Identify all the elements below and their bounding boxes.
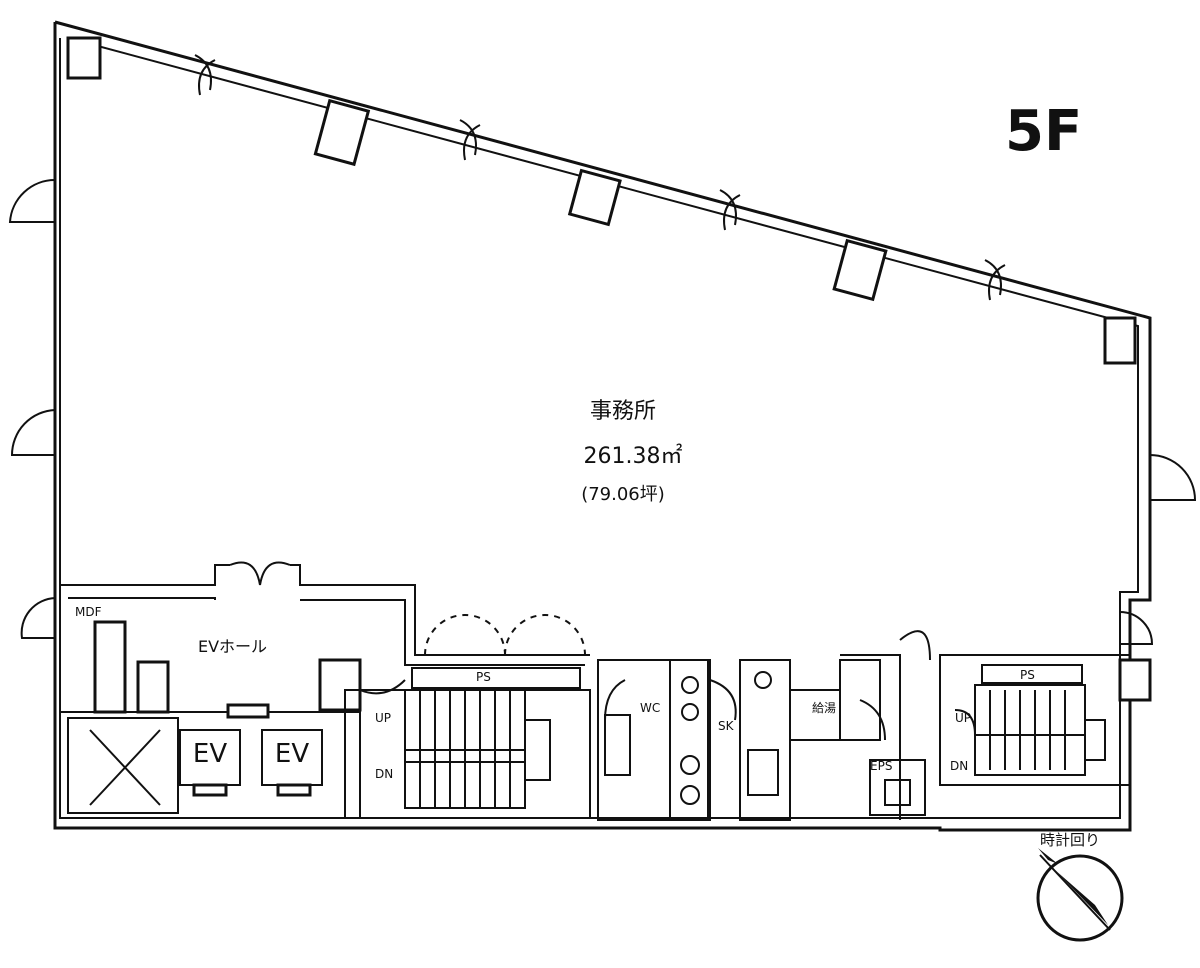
stair-up-right-label: UP [955,711,971,725]
stair-left [344,667,591,819]
outer-wall [53,20,1152,832]
ps-left-label: PS [476,670,491,684]
elevator-2-label: EV [275,739,309,769]
waiting-label: 給湯 [812,701,836,715]
ev-hall-label: EVホール [198,637,267,656]
service-block [597,659,841,821]
compass-note-label: 時計回り [1040,831,1100,849]
exterior-doors [8,178,1197,645]
ps-right-label: PS [1020,668,1035,682]
eps-label: EPS [870,759,892,773]
right-core [839,630,1131,820]
core-partition [60,561,590,666]
office-area-sqm: 261.38㎡ [584,443,683,469]
window-mullions [66,36,1137,365]
stair-dn-left-label: DN [375,767,393,781]
office-name: 事務所 [590,399,656,424]
window-sashes [194,54,1006,301]
shower-label: SK [718,719,735,733]
office-area-tsubo: (79.06坪) [581,484,665,505]
floor-label: 5F [1005,99,1082,164]
stair-right [954,658,1152,776]
stair-up-left-label: UP [375,711,391,725]
ev-hall-block [59,620,406,819]
meter-room-label: MDF [75,605,102,619]
dashed-swings [424,614,586,656]
elevator-1-label: EV [193,739,227,769]
wc-label: WC [640,701,660,715]
compass-icon [1036,848,1124,942]
stair-dn-right-label: DN [950,759,968,773]
